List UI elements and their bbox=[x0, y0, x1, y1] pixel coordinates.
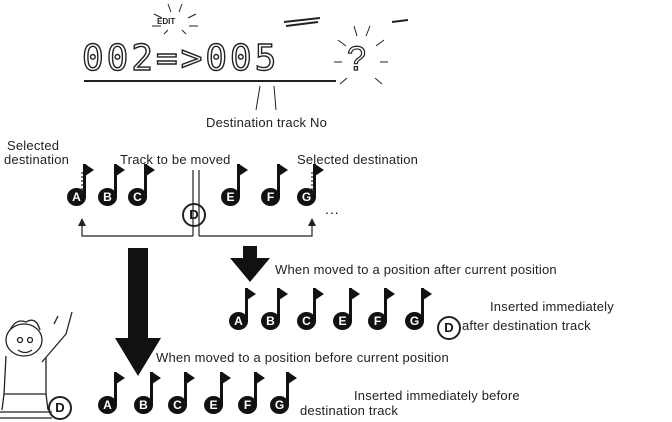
after-note-b: B bbox=[261, 288, 291, 330]
display-underline bbox=[84, 80, 336, 82]
note-a: A bbox=[67, 164, 97, 206]
after-note-d-outline: D bbox=[437, 316, 461, 340]
before-note-c: C bbox=[168, 372, 198, 414]
before-note-b: B bbox=[134, 372, 164, 414]
after-note-f: F bbox=[368, 288, 398, 330]
after-note-c: C bbox=[297, 288, 327, 330]
before-note-f: F bbox=[238, 372, 268, 414]
destination-track-no-label: Destination track No bbox=[206, 115, 328, 130]
edit-burst-lines bbox=[152, 3, 198, 35]
after-note-e: E bbox=[333, 288, 363, 330]
before-note-e: E bbox=[204, 372, 234, 414]
selected-destination-right-label: Selected destination bbox=[297, 152, 419, 167]
move-bracket-arrows bbox=[78, 170, 316, 237]
note-b: B bbox=[98, 164, 128, 206]
inserted-after-line2: after destination track bbox=[462, 318, 591, 333]
moved-after-label: When moved to a position after current p… bbox=[275, 262, 557, 277]
note-d-outline: D bbox=[182, 203, 206, 227]
destination-pointer-lines bbox=[255, 85, 277, 111]
selected-destination-left-line2: destination bbox=[4, 152, 70, 167]
before-note-g: G bbox=[270, 372, 300, 414]
track-to-be-moved-label: Track to be moved bbox=[120, 152, 231, 167]
small-arrow-after bbox=[230, 246, 270, 282]
inserted-after-line1: Inserted immediately bbox=[490, 299, 614, 314]
selected-destination-left-line1: Selected bbox=[7, 138, 60, 153]
inserted-before-line1: Inserted immediately before bbox=[354, 388, 520, 403]
note-e: E bbox=[221, 164, 251, 206]
big-arrow-before bbox=[115, 248, 161, 376]
after-note-a: A bbox=[229, 288, 259, 330]
track-move-display: 002=>005 bbox=[81, 37, 280, 79]
before-note-d-outline: D bbox=[48, 396, 72, 420]
edit-indicator: EDIT bbox=[157, 17, 176, 26]
conductor-cartoon bbox=[0, 311, 73, 419]
after-note-g: G bbox=[405, 288, 435, 330]
blinking-question-mark: ? bbox=[346, 39, 366, 78]
before-note-a: A bbox=[98, 372, 128, 414]
note-g: G bbox=[297, 164, 327, 206]
note-f: F bbox=[261, 164, 291, 206]
inserted-before-line2: destination track bbox=[300, 403, 399, 418]
row-ellipsis: ... bbox=[325, 201, 340, 217]
display-segment-marks bbox=[283, 17, 409, 27]
note-c: C bbox=[128, 164, 158, 206]
moved-before-label: When moved to a position before current … bbox=[156, 350, 449, 365]
blinking-burst-lines bbox=[334, 25, 388, 85]
